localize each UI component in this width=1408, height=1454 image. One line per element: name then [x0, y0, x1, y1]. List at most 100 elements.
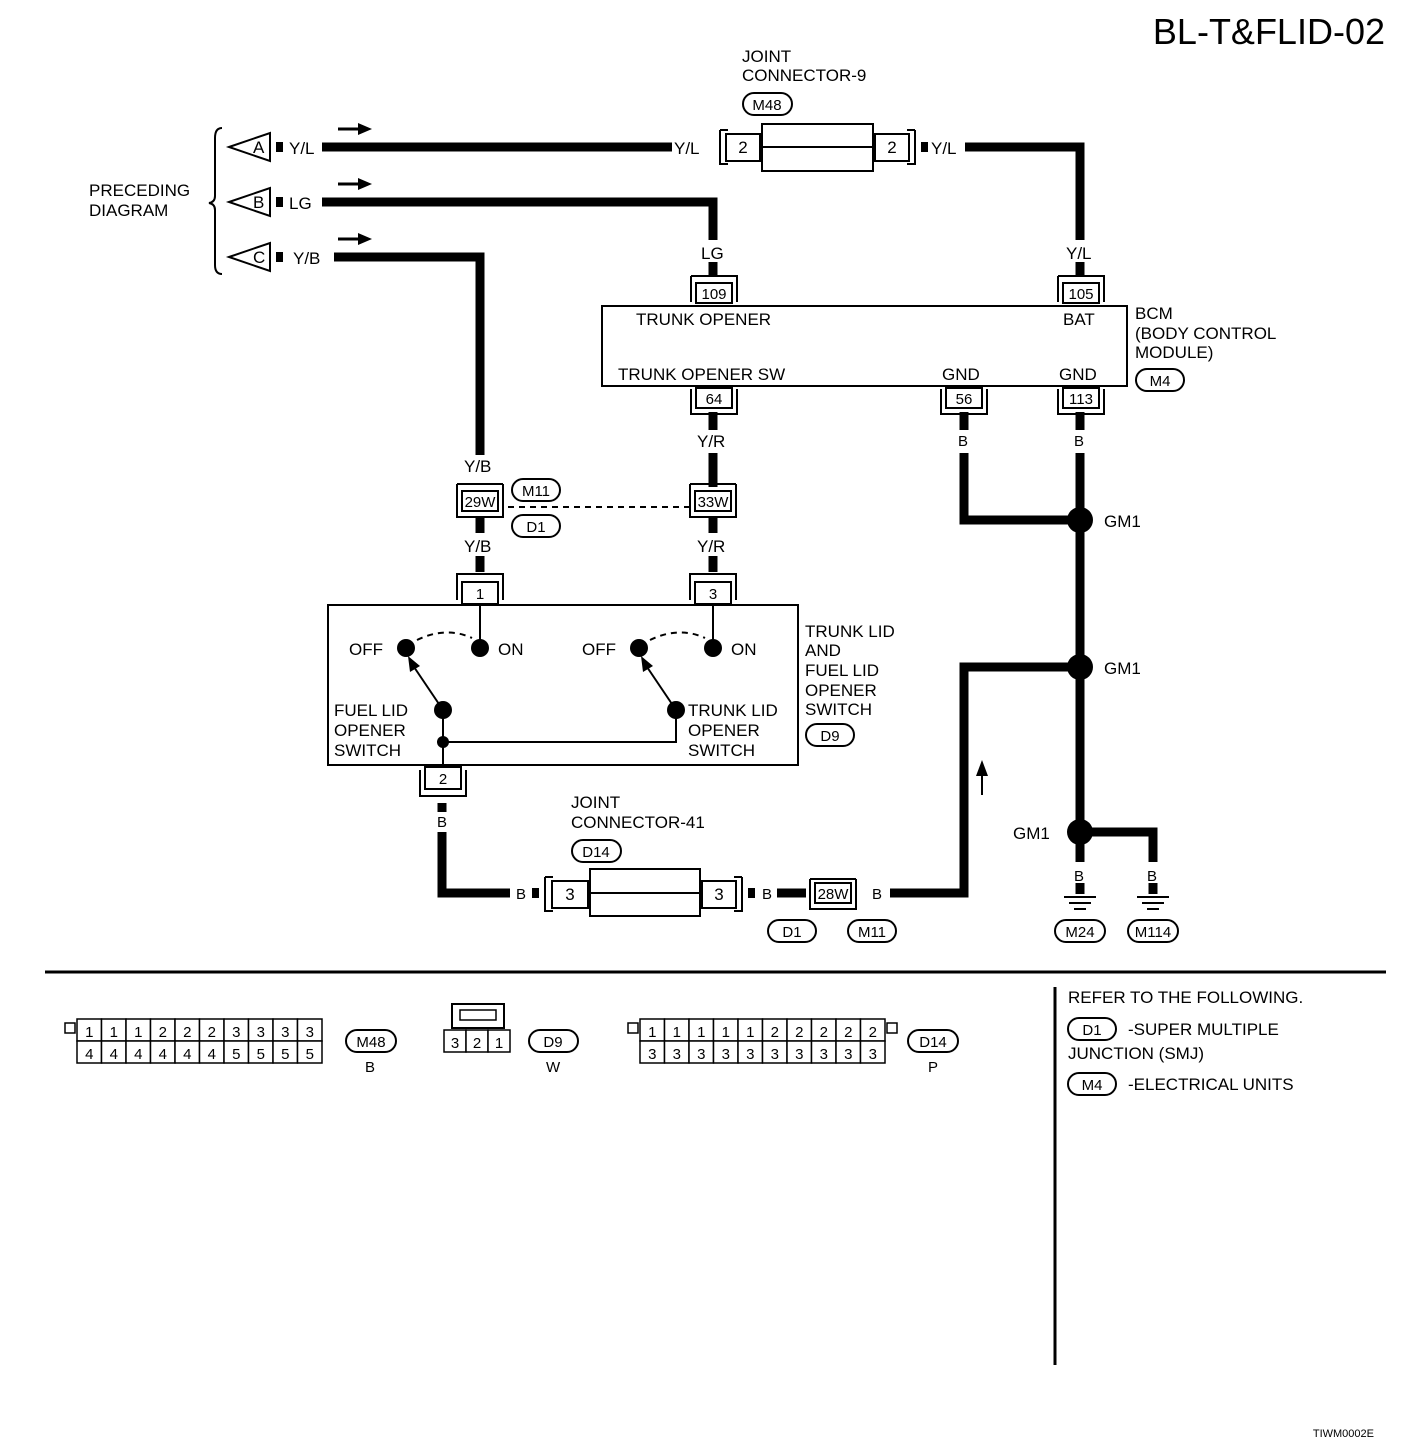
harness-pin-29w: 29W	[456, 483, 504, 518]
bcm-pin-113: 113	[1057, 387, 1105, 415]
joint41-wire-left: B	[516, 886, 526, 903]
bcm-conn-badge	[1135, 368, 1185, 392]
harness-d1: D1	[526, 519, 545, 536]
d14-pin: 2	[869, 1024, 877, 1041]
switch-on-2: ON	[731, 640, 757, 659]
marker-c-label: C	[253, 248, 265, 267]
switch-pin-2: 2	[419, 766, 467, 797]
connector-d14-badge	[907, 1029, 959, 1053]
harness-m11-badge	[511, 478, 561, 502]
switch-title-3: FUEL LID	[805, 661, 879, 680]
switch-pin-1: 1	[456, 573, 504, 605]
refer-m4-badge	[1067, 1072, 1117, 1096]
joint9-conn-badge	[742, 92, 793, 116]
bcm-title-3: MODULE)	[1135, 343, 1213, 362]
d14-pin: 1	[697, 1024, 705, 1041]
d14-pin: 3	[648, 1046, 656, 1063]
d14-pin: 2	[795, 1024, 803, 1041]
bcm-yr-wire: Y/R	[697, 432, 725, 451]
connector-d9-id: D9	[543, 1034, 562, 1051]
connector-d9-color: W	[546, 1059, 561, 1076]
wire-yb-top	[334, 252, 485, 455]
marker-c[interactable]: C	[225, 241, 271, 273]
joint41-wire-right: B	[762, 886, 772, 903]
connector-d9-badge	[528, 1029, 579, 1053]
m48-pin: 4	[134, 1046, 142, 1063]
joint41-label-1: JOINT	[571, 793, 620, 812]
marker-a-wire: Y/L	[289, 139, 315, 158]
joint9-pin-left: 2	[738, 138, 747, 157]
m48-pin: 1	[85, 1024, 93, 1041]
marker-a[interactable]: A	[225, 131, 271, 163]
refer-d1-text-2: JUNCTION (SMJ)	[1068, 1044, 1204, 1063]
joint41-conn-badge	[571, 839, 622, 863]
svg-text:109: 109	[701, 286, 726, 303]
switch-conn: D9	[820, 728, 839, 745]
gm1-junction-3	[1067, 819, 1093, 845]
marker-b-label: B	[253, 193, 264, 212]
switch-b-wire: B	[437, 814, 447, 831]
svg-text:1: 1	[476, 586, 484, 603]
harness-d1-badge-2	[767, 919, 817, 943]
bcm-trunk-opener-sw: TRUNK OPENER SW	[618, 365, 785, 384]
joint41-label-2: CONNECTOR-41	[571, 813, 705, 832]
joint9-label-1: JOINT	[742, 47, 791, 66]
bcm-pin-56: 56	[940, 387, 988, 415]
svg-text:28W: 28W	[818, 886, 850, 903]
flow-arrow-up-icon	[976, 760, 988, 795]
flow-arrow-icon	[338, 123, 372, 245]
harness-pin-33w: 33W	[689, 483, 737, 518]
switch-title-4: OPENER	[805, 681, 877, 700]
svg-text:56: 56	[956, 391, 973, 408]
joint9-conn: M48	[752, 97, 781, 114]
d14-pin: 3	[795, 1046, 803, 1063]
fuel-switch-2: OPENER	[334, 721, 406, 740]
bcm-trunk-opener: TRUNK OPENER	[636, 310, 771, 329]
page-code: BL-T&FLID-02	[1153, 11, 1385, 52]
d14-pin: 2	[844, 1024, 852, 1041]
d14-pin: 3	[722, 1046, 730, 1063]
gm1-label-2: GM1	[1104, 659, 1141, 678]
m48-pin: 5	[257, 1046, 265, 1063]
bcm-bat: BAT	[1063, 310, 1095, 329]
d9-pin: 3	[451, 1035, 459, 1052]
d14-pin: 2	[771, 1024, 779, 1041]
refer-m4-text: -ELECTRICAL UNITS	[1128, 1075, 1294, 1094]
d14-pin: 3	[771, 1046, 779, 1063]
trunk-switch-3: SWITCH	[688, 741, 755, 760]
m48-pin: 1	[134, 1024, 142, 1041]
preceding-label-1: PRECEDING	[89, 181, 190, 200]
switch-title-2: AND	[805, 641, 841, 660]
trunk-switch-1: TRUNK LID	[688, 701, 778, 720]
switch-title-1: TRUNK LID	[805, 622, 895, 641]
refer-heading: REFER TO THE FOLLOWING.	[1068, 988, 1303, 1007]
m48-pin: 2	[183, 1024, 191, 1041]
m48-pin: 1	[110, 1024, 118, 1041]
marker-b-wire: LG	[289, 194, 312, 213]
switch-off-1: OFF	[349, 640, 383, 659]
bcm-title-1: BCM	[1135, 304, 1173, 323]
d14-pin: 1	[673, 1024, 681, 1041]
m48-pin: 3	[306, 1024, 314, 1041]
refer-d1-text-1: -SUPER MULTIPLE	[1128, 1020, 1279, 1039]
harness-pin-28w: 28W	[809, 878, 857, 910]
ground-b-1: B	[1074, 868, 1084, 885]
switch-title-5: SWITCH	[805, 700, 872, 719]
bcm-gnd-2: GND	[1059, 365, 1097, 384]
preceding-brace	[208, 127, 223, 275]
wire-gnd-56b	[959, 453, 1080, 525]
switch-on-1: ON	[498, 640, 524, 659]
m48-pin: 4	[159, 1046, 167, 1063]
bcm-pin-64: 64	[690, 387, 738, 415]
m48-pin: 3	[232, 1024, 240, 1041]
d14-pin: 3	[844, 1046, 852, 1063]
marker-b[interactable]: B	[225, 186, 271, 218]
refer-m4-code: M4	[1082, 1077, 1103, 1094]
switch-pin-3: 3	[689, 573, 737, 605]
gm1-junction-1	[1067, 507, 1093, 533]
gm1-label-1: GM1	[1104, 512, 1141, 531]
d14-pin: 1	[746, 1024, 754, 1041]
joint9-wire-left: Y/L	[674, 139, 700, 158]
